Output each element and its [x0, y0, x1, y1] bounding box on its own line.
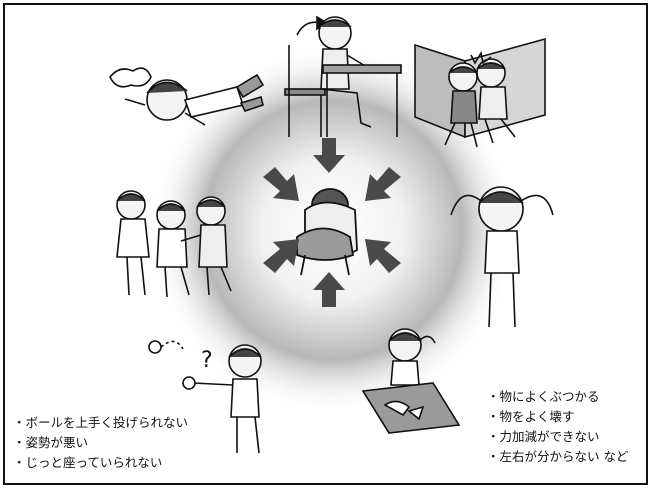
arrow-top-left [263, 167, 299, 201]
caption-right-item: ・物をよく壊す [487, 409, 575, 424]
scene-child-breaking [361, 328, 461, 434]
caption-right: ・物によくぶつかる ・物をよく壊す ・力加減ができない ・左右が分からない など [481, 383, 646, 483]
caption-left-item: ・姿勢が悪い [13, 435, 89, 450]
illustration-frame: ? ・ボールを上手く投げられない ・姿勢が悪い ・じっと座っていられない ・物に… [3, 3, 648, 485]
arrow-bottom-left [263, 239, 299, 273]
caption-right-item: ・左右が分からない など [487, 449, 629, 464]
scene-child-pushing [116, 190, 232, 298]
caption-left: ・ボールを上手く投げられない ・姿勢が悪い ・じっと座っていられない [7, 409, 212, 483]
center-child-figure [296, 188, 358, 276]
caption-right-item: ・力加減ができない [487, 429, 600, 444]
scene-child-headache [450, 186, 554, 328]
inward-arrows [263, 138, 401, 307]
scene-child-writing [284, 15, 402, 137]
illustration: ? [109, 15, 554, 454]
arrow-bottom [313, 272, 345, 307]
scene-children-bumping [414, 37, 546, 148]
svg-text:?: ? [201, 348, 213, 373]
caption-right-item: ・物によくぶつかる [487, 389, 600, 404]
caption-left-item: ・じっと座っていられない [13, 455, 163, 470]
arrow-top-right [365, 167, 401, 201]
arrow-bottom-right [365, 239, 401, 273]
scene-child-falling [109, 67, 265, 126]
scene-child-throwing: ? [148, 340, 262, 454]
caption-left-item: ・ボールを上手く投げられない [13, 415, 189, 430]
arrow-top [313, 138, 345, 173]
